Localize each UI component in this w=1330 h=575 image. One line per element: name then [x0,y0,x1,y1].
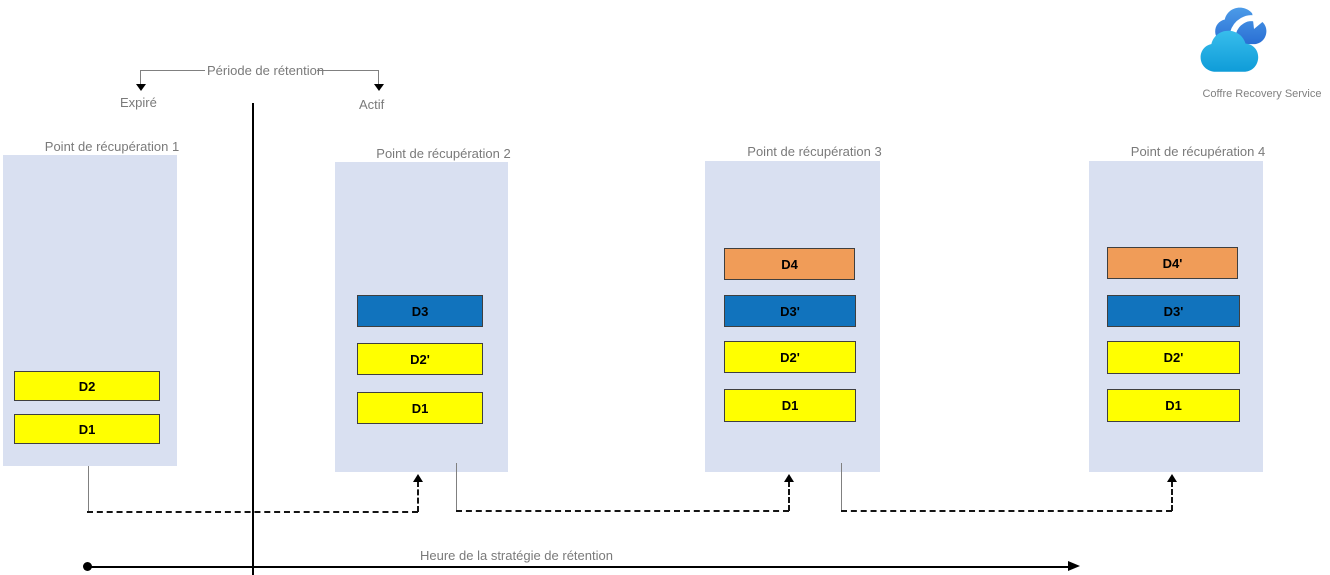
arrowhead-up-icon [413,474,423,482]
backup-bar-d2-prime: D2' [1107,341,1240,374]
transfer-dash-vertical-1 [417,481,419,512]
recovery-point-title-2: Point de récupération 2 [376,146,511,161]
backup-bar-d3-prime: D3' [724,295,856,327]
backup-bar-d1: D1 [14,414,160,444]
backup-bar-d2-prime: D2' [724,341,856,373]
backup-bar-d3: D3 [357,295,483,327]
recovery-point-title-4: Point de récupération 4 [1130,144,1266,159]
recovery-vault-icon [1200,7,1267,72]
transfer-dash-horizontal-3 [841,510,1172,512]
expired-label: Expiré [120,95,157,110]
arrowhead-up-icon [784,474,794,482]
backup-bar-d4-prime: D4' [1107,247,1238,279]
active-label: Actif [359,97,385,112]
connector-drop-2 [456,463,457,511]
recovery-point-title-3: Point de récupération 3 [747,144,882,159]
retention-bracket-line-left [140,70,205,71]
timeline-arrowhead-right-icon [1068,561,1080,571]
timeline-label: Heure de la stratégie de rétention [420,548,613,563]
backup-bar-d1: D1 [357,392,483,424]
backup-bar-d1: D1 [724,389,856,422]
arrowhead-down-icon [374,84,384,91]
transfer-dash-horizontal-1 [87,511,418,513]
timeline-axis [88,566,1070,568]
backup-bar-d2-prime: D2' [357,343,483,375]
recovery-vault-label: Coffre Recovery Service [1202,88,1322,100]
arrowhead-up-icon [1167,474,1177,482]
expiry-divider-line [252,103,254,575]
retention-bracket-drop-right [378,70,379,85]
arrowhead-down-icon [136,84,146,91]
connector-drop-1 [88,466,89,512]
retention-period-label: Période de rétention [207,63,325,78]
backup-bar-d1: D1 [1107,389,1240,422]
transfer-dash-horizontal-2 [456,510,789,512]
retention-bracket-line-right [317,70,378,71]
connector-drop-3 [841,463,842,511]
transfer-dash-vertical-2 [788,481,790,511]
timeline-start-dot [83,562,92,571]
transfer-dash-vertical-3 [1171,481,1173,511]
retention-bracket-drop-left [140,70,141,85]
backup-bar-d3-prime: D3' [1107,295,1240,327]
backup-bar-d4: D4 [724,248,855,280]
backup-bar-d2: D2 [14,371,160,401]
recovery-point-title-1: Point de récupération 1 [44,139,180,154]
